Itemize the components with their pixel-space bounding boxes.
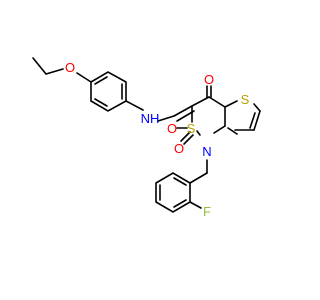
bond-c3-c4: [191, 96, 210, 107]
ethoxyphenyl-ring: [90, 71, 127, 112]
fluorine-label: F: [203, 204, 211, 219]
fluorophenyl-double-3: [173, 199, 187, 208]
bond-c7a-n1: [213, 125, 226, 134]
bond-ethyl-ch2: [45, 68, 64, 75]
sulfonyl-oxygen-label-2: O: [174, 141, 184, 156]
ring-nitrogen-label: N: [202, 144, 211, 159]
bond-ring-nh: [125, 100, 144, 111]
ether-oxygen-label: O: [65, 60, 75, 75]
bond-ch2-ring: [189, 172, 208, 184]
bond-ether-ring: [76, 72, 92, 83]
bond-s-c6: [253, 103, 261, 112]
fluorophenyl-double-1: [173, 177, 187, 186]
fluorophenyl-ring: [155, 172, 191, 213]
ketone-oxygen-label: O: [204, 72, 214, 87]
bond-nh-ch: [157, 115, 175, 122]
sulfonyl-sulfur-label: S: [187, 121, 196, 136]
bond-c6-c5-double: [249, 112, 256, 129]
amine-label: NH: [141, 111, 160, 126]
bond-exocyclic-2: [176, 110, 195, 122]
bond-ethyl-ch3: [32, 57, 47, 75]
ethoxyphenyl-double-3: [94, 98, 108, 107]
ethoxyphenyl-double-1: [94, 76, 108, 85]
molecule-structure: O NH O S S O O N F: [32, 57, 261, 219]
bond-exocyclic-1: [173, 105, 193, 117]
bond-so-2a: [180, 131, 191, 142]
bond-c4a-s: [224, 100, 238, 108]
bond-c4-c4a: [208, 96, 226, 108]
bond-c5-c7a-double: [227, 127, 238, 135]
bond-so-2b: [183, 134, 194, 145]
bond-c6-c5: [253, 110, 261, 131]
bond-ring-f: [189, 201, 202, 209]
thiophene-sulfur-label: S: [241, 92, 250, 107]
sulfonyl-oxygen-label-1: O: [167, 121, 177, 136]
bond-n1-s2: [196, 130, 201, 136]
